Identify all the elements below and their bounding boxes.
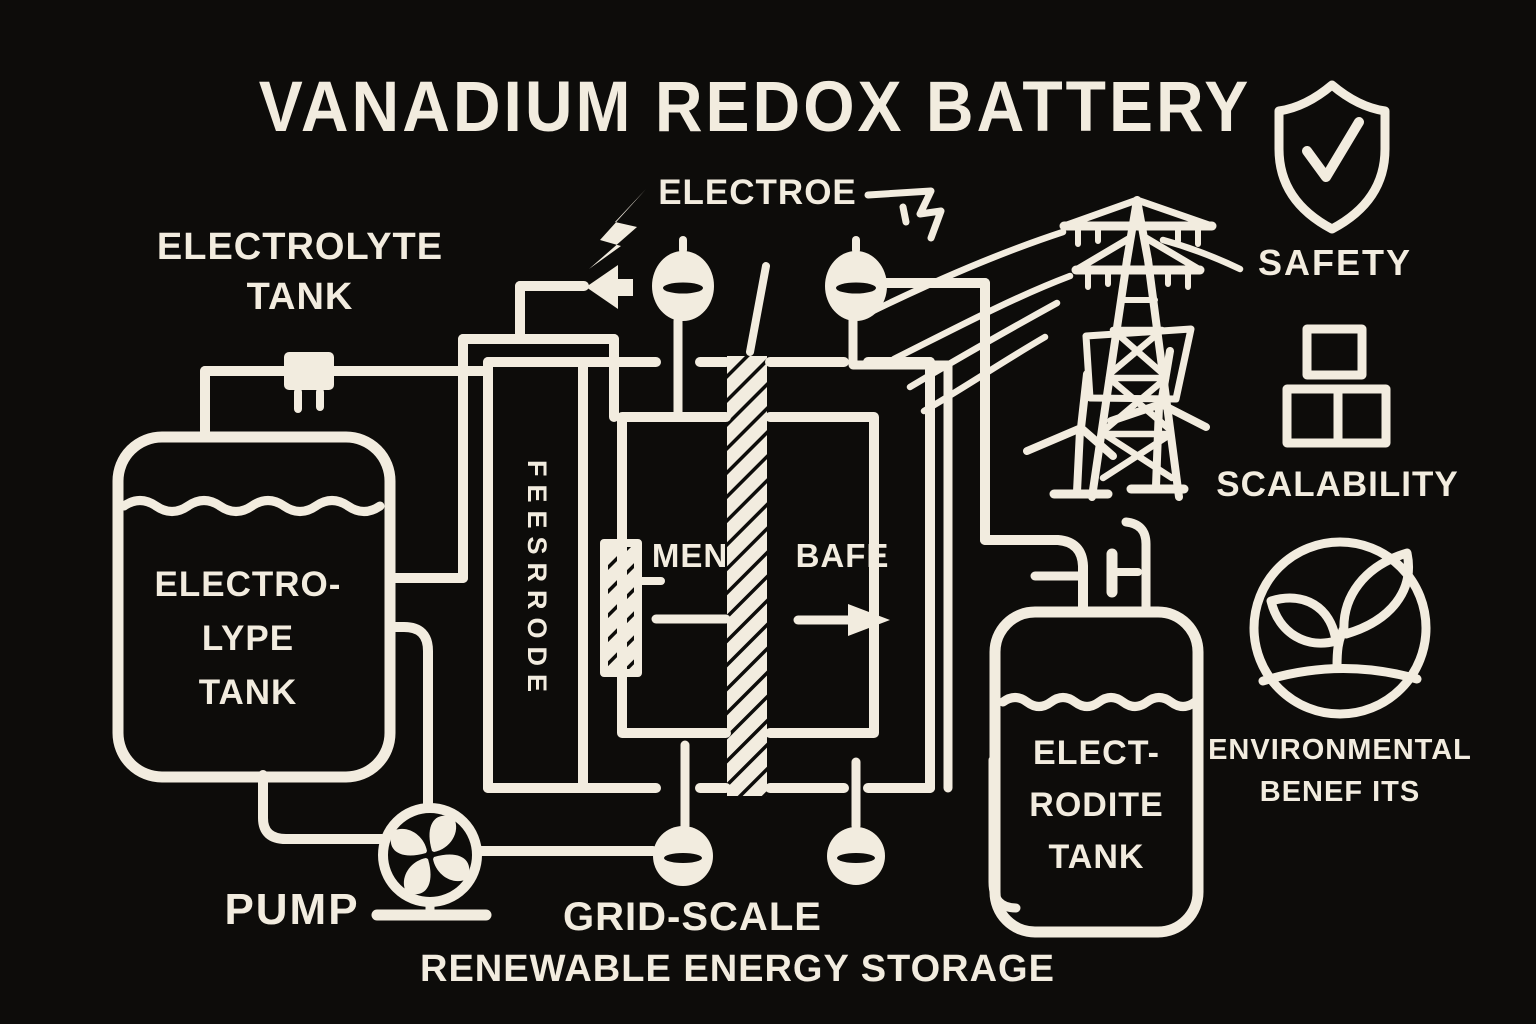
- electrode-plate-icon: [600, 539, 642, 677]
- environmental-label-line2: BENEF ITS: [1259, 776, 1421, 808]
- diagram-title: VANADIUM REDOX BATTERY: [258, 66, 1252, 147]
- environmental-label-line1: ENVIRONMENTAL: [1208, 734, 1472, 766]
- left-tank-body-line1: ELECTRO-: [154, 565, 342, 604]
- left-tank-body-line3: TANK: [198, 673, 298, 712]
- right-half-cell: [765, 412, 879, 738]
- sprout-circle-icon: [1249, 537, 1431, 719]
- safety-label: SAFETY: [1257, 242, 1412, 283]
- environmental-benefits-label: ENVIRONMENTAL BENEF ITS: [1190, 729, 1490, 813]
- scalability-label: SCALABILITY: [1216, 465, 1459, 504]
- cell-stack: [483, 313, 953, 793]
- membrane-left-label: MEN: [651, 537, 729, 574]
- right-tank-body-text: ELECT- RODITE TANK: [1000, 727, 1193, 883]
- spark-zigzag-icon: [864, 187, 945, 242]
- panel-sketch: [1082, 325, 1195, 403]
- grid-scale-label: GRID-SCALE: [563, 895, 822, 939]
- left-arrow-icon: [586, 265, 633, 309]
- right-tank-body-line1: ELECT-: [1033, 734, 1160, 772]
- electrolyte-tank-label-line2: TANK: [246, 276, 354, 318]
- electrolyte-tank-label: ELECTROLYTE TANK: [140, 222, 460, 322]
- misc-marks: [589, 187, 945, 356]
- valve-icon: [284, 352, 334, 390]
- shield-check-icon: [1274, 80, 1390, 234]
- electrode-pointer-line: [746, 262, 770, 356]
- stacked-blocks-icon: [1282, 324, 1391, 448]
- stack-vertical-label: FEESRRODE: [522, 460, 552, 701]
- membrane-hatch-icon: [727, 356, 767, 796]
- right-pipes: [881, 278, 1151, 617]
- wind-turbine-icon: [1023, 347, 1210, 499]
- left-pipes: [200, 265, 633, 844]
- top-pump-circles: [652, 236, 887, 422]
- right-tank-body-line2: RODITE: [1029, 786, 1164, 824]
- electrolyte-tank-right: [989, 606, 1204, 938]
- lightning-bolt-icon: [589, 189, 646, 269]
- power-lines-icon: [865, 228, 1244, 415]
- left-tank-body-line2: LYPE: [201, 619, 295, 658]
- transmission-tower-icon: [1059, 196, 1217, 501]
- electrolyte-tank-left: [112, 431, 396, 783]
- membrane-right-label: BAFE: [795, 537, 890, 574]
- electrolyte-tank-label-line1: ELECTROLYTE: [156, 226, 444, 268]
- renewable-energy-storage-label: RENEWABLE ENERGY STORAGE: [420, 948, 1055, 990]
- liquid-wave: [998, 693, 1200, 711]
- electrode-top-label: ELECTROE: [658, 173, 857, 212]
- liquid-wave: [119, 496, 385, 516]
- fan-pump-icon: [371, 803, 492, 921]
- left-tank-body-text: ELECTRO- LYPE TANK: [123, 558, 373, 720]
- right-tank-body-line3: TANK: [1048, 838, 1145, 876]
- pump-label: PUMP: [224, 885, 360, 934]
